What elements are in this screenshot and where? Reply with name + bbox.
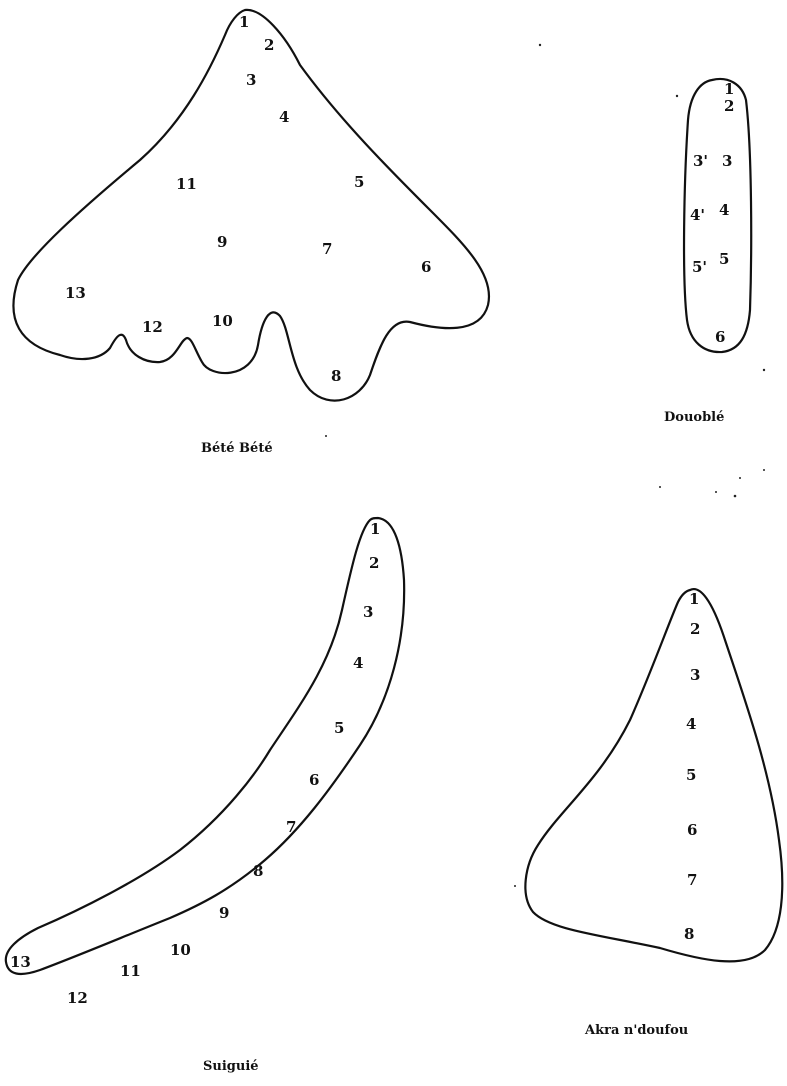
scan-speck <box>514 885 516 887</box>
scan-speck <box>676 95 678 97</box>
suiguie-label-6: 6 <box>309 771 319 789</box>
akra-ndoufou-label-3: 3 <box>690 666 700 684</box>
douoble-label-3: 3 <box>722 152 732 170</box>
bete-bete-label-7: 7 <box>322 240 332 258</box>
suiguie-label-8: 8 <box>253 862 263 880</box>
douoble-label-2: 2 <box>724 97 734 115</box>
suiguie-label-3: 3 <box>363 603 373 621</box>
bete-bete-caption: Bété Bété <box>201 441 273 456</box>
bete-bete-label-8: 8 <box>331 367 341 385</box>
scan-speck <box>325 435 327 437</box>
suiguie-outline <box>6 518 404 974</box>
akra-ndoufou-outline <box>525 589 782 961</box>
figure-douoble: 1 2 3 3' 4 4' 5 5' 6 Douoblé <box>664 79 751 425</box>
suiguie-label-7: 7 <box>286 818 296 836</box>
scan-speck <box>739 477 741 479</box>
bete-bete-label-6: 6 <box>421 258 431 276</box>
bete-bete-label-10: 10 <box>212 312 233 330</box>
akra-ndoufou-label-6: 6 <box>687 821 697 839</box>
douoble-label-3-prime: 3' <box>693 152 708 170</box>
suiguie-label-11: 11 <box>120 962 141 980</box>
akra-ndoufou-caption: Akra n'doufou <box>584 1023 688 1038</box>
bete-bete-label-2: 2 <box>264 36 274 54</box>
scan-speck <box>715 491 717 493</box>
bete-bete-label-3: 3 <box>246 71 256 89</box>
suiguie-label-12: 12 <box>67 989 88 1007</box>
figure-suiguie: 1 2 3 4 5 6 7 8 9 10 11 12 13 Suiguié <box>6 518 404 1074</box>
bete-bete-label-11: 11 <box>176 175 197 193</box>
bete-bete-label-9: 9 <box>217 233 227 251</box>
bete-bete-label-1: 1 <box>239 13 249 31</box>
bete-bete-outline <box>13 10 489 401</box>
scan-speck <box>734 495 737 498</box>
akra-ndoufou-label-5: 5 <box>686 766 696 784</box>
bete-bete-label-5: 5 <box>354 173 364 191</box>
figure-akra-ndoufou: 1 2 3 4 5 6 7 8 Akra n'doufou <box>525 589 782 1038</box>
bete-bete-label-13: 13 <box>65 284 86 302</box>
bete-bete-label-4: 4 <box>279 108 289 126</box>
suiguie-label-4: 4 <box>353 654 363 672</box>
suiguie-label-13: 13 <box>10 953 31 971</box>
akra-ndoufou-label-7: 7 <box>687 871 697 889</box>
scan-speck <box>763 369 765 371</box>
douoble-caption: Douoblé <box>664 410 724 425</box>
scan-speck <box>539 44 541 46</box>
akra-ndoufou-label-2: 2 <box>690 620 700 638</box>
figure-bete-bete: 1 2 3 4 5 6 7 8 9 10 11 12 13 Bété Bété <box>13 10 489 456</box>
douoble-label-5-prime: 5' <box>692 258 707 276</box>
akra-ndoufou-label-8: 8 <box>684 925 694 943</box>
scan-speck <box>763 469 765 471</box>
douoble-label-6: 6 <box>715 328 725 346</box>
akra-ndoufou-label-4: 4 <box>686 715 696 733</box>
douoble-label-1: 1 <box>724 80 734 98</box>
suiguie-label-10: 10 <box>170 941 191 959</box>
suiguie-label-1: 1 <box>370 520 380 538</box>
suiguie-label-2: 2 <box>369 554 379 572</box>
douoble-label-4: 4 <box>719 201 729 219</box>
suiguie-label-5: 5 <box>334 719 344 737</box>
scan-speck <box>659 486 661 488</box>
suiguie-label-9: 9 <box>219 904 229 922</box>
douoble-label-4-prime: 4' <box>690 206 705 224</box>
bete-bete-label-12: 12 <box>142 318 163 336</box>
suiguie-caption: Suiguié <box>203 1059 259 1074</box>
douoble-label-5: 5 <box>719 250 729 268</box>
akra-ndoufou-label-1: 1 <box>689 590 699 608</box>
